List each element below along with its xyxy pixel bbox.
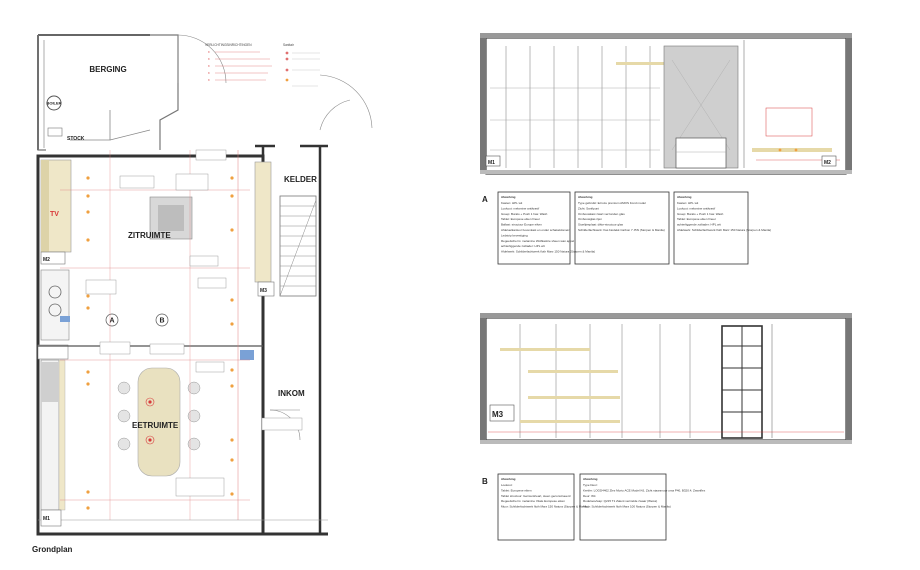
legend-line: achterliggende zoiltader: HPL wit bbox=[501, 244, 545, 248]
floor-plan: BOILER STOCK BERGING VERLICHTINGSINRICHT… bbox=[32, 34, 373, 554]
room-eetruimte: EETRUIMTE bbox=[132, 421, 179, 430]
room-zitruimte: ZITRUIMTE bbox=[128, 231, 171, 240]
legend-line: Tablet: Europese eiken fineer bbox=[501, 217, 540, 221]
legend-title: Afwerking bbox=[501, 477, 516, 481]
svg-text:x: x bbox=[208, 50, 210, 54]
elevation-a: M1 M2 bbox=[480, 33, 852, 175]
legend-line: Regeelscherm: melamine Wolfkastrie sheen… bbox=[501, 239, 574, 243]
legend-line: achterliggende zoiltader: HPL wit bbox=[677, 223, 721, 227]
legend-line: Tablet: Europese eiken bbox=[501, 488, 532, 492]
legend-line: Afdeluelkantuur bovenkast en onder schak… bbox=[501, 228, 570, 232]
room-berging: BERGING bbox=[89, 65, 126, 74]
legend-line: Deur: Wit bbox=[583, 494, 596, 498]
svg-text:Sanitair: Sanitair bbox=[283, 43, 295, 47]
legend-line: Muur: Schilderfachtwerk floth Marz 150 N… bbox=[501, 505, 589, 509]
svg-text:x: x bbox=[208, 64, 210, 68]
svg-text:x: x bbox=[208, 71, 210, 75]
svg-text:x: x bbox=[208, 57, 210, 61]
staircase bbox=[279, 195, 317, 297]
svg-text:VERLICHTINGSINRICHTINGEN: VERLICHTINGSINRICHTINGEN bbox=[205, 43, 252, 47]
tv-label: TV bbox=[50, 211, 59, 218]
m3-plan-marker: M3 bbox=[260, 288, 267, 294]
legend-line: Ballast: structuur Europe eiken bbox=[501, 223, 542, 227]
legend-line: Tablet: Europese eiken fineer bbox=[677, 217, 716, 221]
legend-title: Afwerking bbox=[578, 195, 593, 199]
legend-line: Ombouwkast zwart verzonden glas bbox=[578, 212, 625, 216]
legend-line: Zicht: Sanftpunt bbox=[578, 206, 599, 210]
legend-line: Rodeloos/wap: Q215 T1 Zalent vernielde z… bbox=[583, 499, 657, 503]
elev-b-label: B bbox=[482, 477, 488, 486]
boiler-label: BOILER bbox=[46, 101, 61, 106]
elev-b-m3: M3 bbox=[492, 410, 504, 419]
legend-line: Type Deur: bbox=[583, 483, 598, 487]
legend-line: Schilderfachtwerk: fras biodekk Carbon 7… bbox=[578, 228, 665, 232]
legend-title: Afwerking bbox=[677, 195, 692, 199]
m2-plan-marker: M2 bbox=[43, 257, 50, 263]
plan-notes: VERLICHTINGSINRICHTINGEN x x x x x Sanit… bbox=[205, 43, 320, 87]
legend-line: Kertfer: LOGD4402 Zlez Morto ACE Model K… bbox=[583, 488, 706, 492]
plan-title: Grondplan bbox=[32, 545, 73, 554]
legend-line: Greep: Buralo + Push 1 has: Wash bbox=[677, 212, 724, 216]
legend-line: Lookout: bbox=[501, 483, 513, 487]
legend-title: Afwerking bbox=[501, 195, 516, 199]
legend-line: Ombouwglas rijen bbox=[578, 217, 602, 221]
section-a-marker: A bbox=[109, 318, 114, 325]
legend-line: Afdelwerk: Schilderfachtwerk floth Marz … bbox=[677, 228, 771, 232]
legend-line: Muur: Schilderfachtwerk floth Marz 100 N… bbox=[583, 505, 671, 509]
legend-line: Afdelwerk: Schilderfachtwerk floth Marz … bbox=[501, 250, 595, 254]
plan-annotations bbox=[85, 149, 303, 497]
legend-line: Lookout: melamine antikrasif bbox=[501, 206, 539, 210]
elev-a-label: A bbox=[482, 195, 488, 204]
elevation-b: M3 bbox=[480, 313, 852, 444]
legend-title: Afwerking bbox=[583, 477, 598, 481]
section-b-marker: B bbox=[159, 318, 164, 325]
m1-plan-marker: M1 bbox=[43, 516, 50, 522]
stock-label: STOCK bbox=[67, 136, 85, 142]
elev-a-m2: M2 bbox=[824, 160, 831, 166]
electrical-points bbox=[86, 176, 234, 510]
legend-line: Regeelscherm: melamine Vitale Europese e… bbox=[501, 499, 565, 503]
legend-line: Kasten: HPL wit bbox=[501, 201, 522, 205]
legend-line: Tablet structuur: Gericentrieart, steen … bbox=[501, 494, 571, 498]
room-kelder: KELDER bbox=[284, 175, 317, 184]
legend-line: Stoeltjesplaat: dikte-structuur glas bbox=[578, 223, 624, 227]
legend-line: Ledstrip bevestiging bbox=[501, 233, 528, 237]
room-inkom: INKOM bbox=[278, 389, 305, 398]
legend-line: Greep: Buralo + Push 1 has: Wash bbox=[501, 212, 548, 216]
elev-a-m1: M1 bbox=[488, 160, 495, 166]
svg-text:x: x bbox=[208, 78, 210, 82]
legend-line: Lookout: melamine antikrasif bbox=[677, 206, 715, 210]
legend-line: Type gebruikt: Ecruze premium AMOS Fond … bbox=[578, 201, 646, 205]
legend-line: Kasten: HPL wit bbox=[677, 201, 698, 205]
